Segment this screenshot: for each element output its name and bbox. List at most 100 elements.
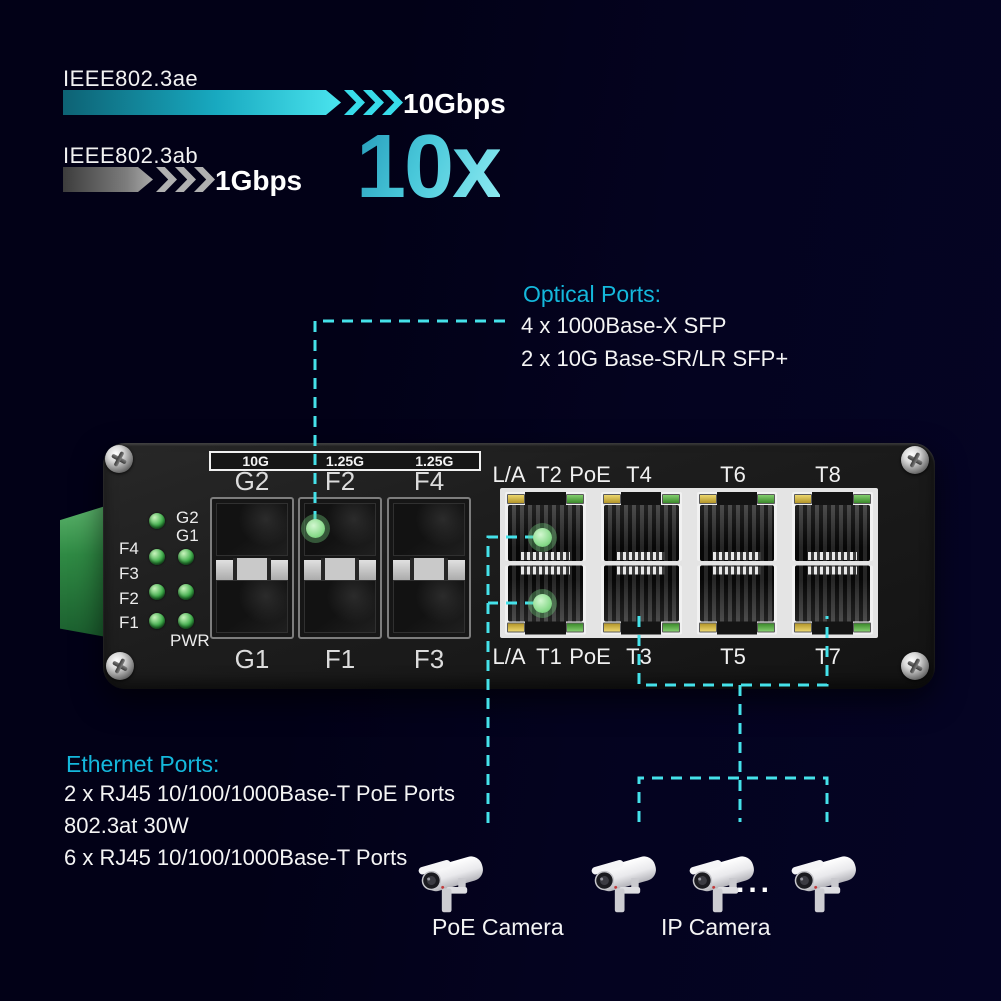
- sfp-cage: [387, 497, 471, 639]
- rj45-port-t7: [792, 565, 873, 634]
- ip-camera-label: IP Camera: [661, 914, 771, 940]
- speed-bar-1g: [63, 167, 153, 192]
- screw-icon: [901, 652, 929, 680]
- rj45-port-t6: [696, 492, 778, 561]
- ip-camera-icon: [591, 856, 656, 913]
- sfp-speed-label: 10G: [242, 453, 269, 469]
- connection-dot-t2: [533, 528, 552, 547]
- sfp-cage: [298, 497, 382, 639]
- poe-led-icon: [565, 622, 584, 632]
- ethernet-ports-line: 802.3at 30W: [64, 813, 189, 838]
- rj45-pins: [616, 566, 666, 575]
- poe-led-icon: [661, 494, 680, 504]
- rj45-opening: [699, 505, 775, 561]
- rj45-opening: [795, 505, 870, 561]
- rj45-pins: [616, 551, 666, 560]
- rj45-tab-slot: [620, 492, 662, 505]
- multiplier-text: 10x: [356, 117, 502, 217]
- connection-dot-t1: [533, 594, 552, 613]
- sfp-latch: [393, 560, 465, 582]
- sfp-port-label-f2: F2: [324, 466, 356, 496]
- standard-label-1g: IEEE802.3ab: [63, 143, 199, 168]
- rj45-pins: [808, 566, 857, 575]
- screw-icon: [106, 652, 134, 680]
- chevron-icon: [382, 90, 403, 115]
- poe-led-icon: [853, 622, 871, 632]
- rj45-label-t3: T3: [626, 644, 652, 669]
- rj45-tab-slot: [716, 621, 758, 634]
- led-label-f4: F4: [119, 539, 139, 558]
- rj45-tab-slot: [716, 492, 758, 505]
- link-led-icon: [794, 622, 813, 632]
- ip-camera-icon: [791, 856, 856, 913]
- sfp-slot: [216, 580, 288, 633]
- link-led-icon: [602, 622, 621, 632]
- screw-icon: [901, 446, 929, 474]
- led-label-g1: G1: [176, 526, 199, 545]
- sfp-latch: [216, 560, 288, 582]
- rj45-label-t6: T6: [720, 462, 746, 487]
- sfp-port-label-f4: F4: [413, 466, 445, 496]
- led-label-g2: G2: [176, 508, 199, 527]
- led-f1: [149, 613, 165, 629]
- poe-led-icon: [565, 494, 584, 504]
- led-g1: [178, 549, 194, 565]
- led-label-f1: F1: [119, 613, 139, 632]
- rj45-label-la-top: L/A: [492, 462, 526, 487]
- led-f2: [178, 584, 194, 600]
- led-g2: [149, 513, 165, 529]
- optical-ports-line: 4 x 1000Base-X SFP: [521, 313, 727, 338]
- link-led-icon: [602, 494, 621, 504]
- poe-led-icon: [757, 494, 776, 504]
- standard-label-10g: IEEE802.3ae: [63, 66, 199, 91]
- sfp-port-label-g2: G2: [234, 466, 270, 496]
- speed-value-10g: 10Gbps: [403, 88, 506, 119]
- rj45-label-t1: T1: [536, 644, 562, 669]
- led-pwr: [178, 613, 194, 629]
- rj45-label-t4: T4: [626, 462, 652, 487]
- chevron-icon: [194, 167, 215, 192]
- rj45-label-la-bottom: L/A: [492, 644, 526, 669]
- rj45-pins: [521, 566, 570, 575]
- rj45-label-t5: T5: [720, 644, 746, 669]
- rj45-label-poe-top: PoE: [569, 462, 611, 487]
- poe-led-icon: [853, 494, 871, 504]
- rj45-port-t2: [505, 492, 586, 561]
- ethernet-ports-line: 2 x RJ45 10/100/1000Base-T PoE Ports: [64, 781, 455, 806]
- rj45-pins: [712, 551, 762, 560]
- sfp-slot: [304, 580, 376, 633]
- rj45-opening: [603, 505, 679, 561]
- screw-icon: [105, 445, 133, 473]
- led-f4: [149, 549, 165, 565]
- led-f3: [149, 584, 165, 600]
- rj45-port-block: [500, 488, 878, 638]
- rj45-port-t8: [792, 492, 873, 561]
- led-label-pwr: PWR: [170, 631, 210, 650]
- rj45-port-t3: [600, 565, 682, 634]
- ethernet-ports-line: 6 x RJ45 10/100/1000Base-T Ports: [64, 845, 408, 870]
- link-led-icon: [507, 494, 525, 504]
- link-led-icon: [507, 622, 525, 632]
- led-label-f2: F2: [119, 589, 139, 608]
- link-led-icon: [698, 622, 717, 632]
- sfp-port-label-f3: F3: [413, 644, 445, 674]
- rj45-tab-slot: [812, 621, 853, 634]
- speed-bar-10g: [63, 90, 341, 115]
- rj45-label-t7: T7: [815, 644, 841, 669]
- rj45-label-poe-bottom: PoE: [569, 644, 611, 669]
- poe-led-icon: [661, 622, 680, 632]
- sfp-slot: [216, 503, 288, 556]
- chevron-icon: [175, 167, 196, 192]
- connection-dot-f2: [306, 519, 325, 538]
- sfp-slot: [393, 503, 465, 556]
- chevron-icon: [156, 167, 177, 192]
- rj45-pins: [712, 566, 762, 575]
- ip-camera-icon: [689, 856, 754, 913]
- rj45-tab-slot: [620, 621, 662, 634]
- optical-ports-line: 2 x 10G Base-SR/LR SFP+: [521, 346, 789, 371]
- rj45-pins: [808, 551, 857, 560]
- rj45-tab-slot: [525, 492, 566, 505]
- sfp-port-label-f1: F1: [324, 644, 356, 674]
- led-label-f3: F3: [119, 564, 139, 583]
